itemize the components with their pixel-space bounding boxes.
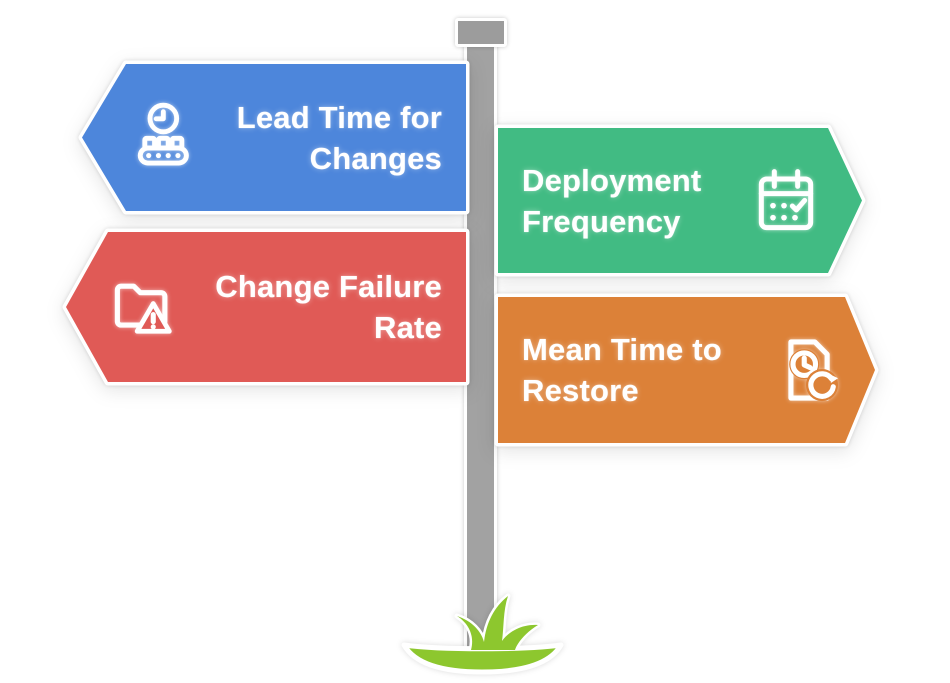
conveyor-clock-icon bbox=[124, 99, 202, 177]
sign-arrow-shape-right bbox=[494, 124, 866, 277]
sign-label: Mean Time to Restore bbox=[498, 329, 767, 411]
signpost-pole-cap bbox=[455, 18, 507, 47]
sign-label-line2: Restore bbox=[522, 373, 639, 408]
sign-arrow-shape-left bbox=[62, 228, 470, 386]
sign-lead-time-for-changes: Lead Time for Changes bbox=[78, 60, 470, 215]
sign-label-line1: Mean Time to bbox=[522, 332, 722, 367]
sign-arrow-shape-right bbox=[494, 293, 879, 447]
sign-label-line2: Changes bbox=[309, 140, 442, 176]
folder-warning-icon bbox=[102, 266, 184, 348]
sign-label-line1: Change Failure bbox=[215, 269, 442, 304]
sign-label: Lead Time for Changes bbox=[202, 97, 466, 179]
document-restore-clock-icon bbox=[767, 329, 849, 411]
calendar-check-icon bbox=[746, 161, 826, 241]
sign-mean-time-to-restore: Mean Time to Restore bbox=[494, 293, 879, 447]
sign-label: Change Failure Rate bbox=[184, 266, 466, 348]
sign-arrow-shape-left bbox=[78, 60, 470, 215]
sign-label-line1: Deployment bbox=[522, 162, 702, 198]
sign-label-line1: Lead Time for bbox=[236, 99, 442, 135]
sign-label: Deployment Frequency bbox=[498, 160, 746, 242]
sign-change-failure-rate: Change Failure Rate bbox=[62, 228, 470, 386]
grass bbox=[401, 593, 564, 675]
sign-label-line2: Rate bbox=[374, 310, 442, 345]
sign-deployment-frequency: Deployment Frequency bbox=[494, 124, 866, 277]
sign-label-line2: Frequency bbox=[522, 203, 681, 239]
